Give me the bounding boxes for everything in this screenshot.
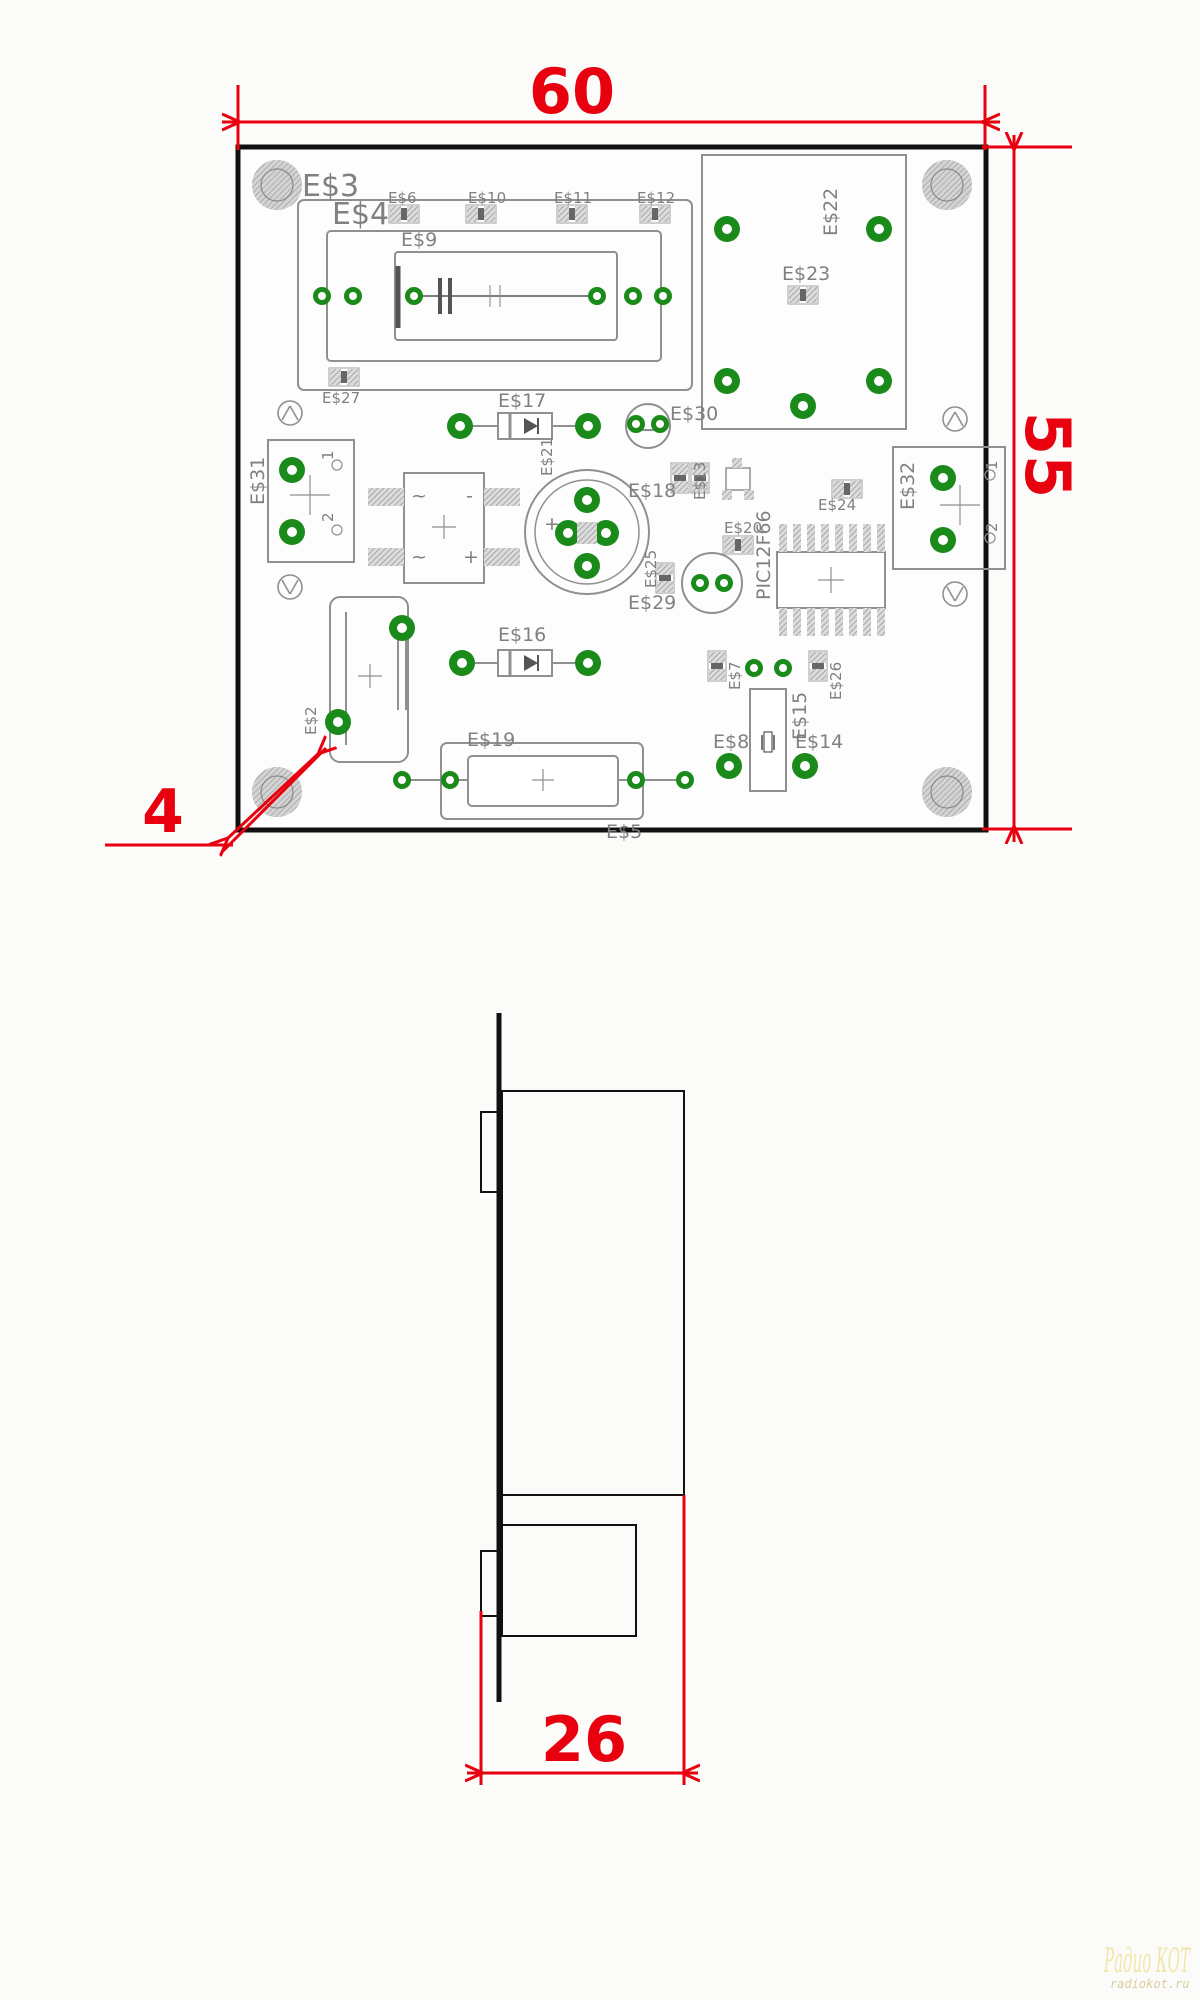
- smd-e7: [707, 650, 727, 682]
- dimension-height: [982, 135, 1072, 842]
- label-e2: E$2: [302, 706, 320, 735]
- label-cap-plus: +: [544, 513, 560, 535]
- side-transformer: [501, 1524, 637, 1637]
- label-e9: E$9: [401, 229, 437, 251]
- label-e24: E$24: [818, 496, 856, 514]
- crystal-e15: [745, 659, 792, 792]
- label-e31: E$31: [247, 457, 269, 505]
- dimension-depth: [467, 1495, 698, 1785]
- watermark-logo: Радио КОТ: [1104, 1941, 1191, 1981]
- label-e29: E$29: [628, 592, 676, 614]
- bridge-rectifier: [368, 472, 520, 584]
- smd-e12: [639, 204, 671, 224]
- label-e18: E$18: [628, 480, 676, 502]
- label-e6: E$6: [388, 189, 417, 207]
- smd-e11: [556, 204, 588, 224]
- watermark: Радио КОТ radiokot.ru: [1104, 1941, 1191, 1991]
- dimension-width-value: 60: [529, 55, 615, 128]
- fuse-e19: [393, 742, 694, 820]
- label-pic12f66: PIC12F66: [753, 510, 775, 600]
- label-e8: E$8: [713, 731, 749, 753]
- dimension-depth-value: 26: [541, 1703, 627, 1776]
- side-terminal-bottom: [480, 1550, 500, 1617]
- watermark-url: radiokot.ru: [1110, 1977, 1189, 1991]
- label-e16: E$16: [498, 624, 546, 646]
- label-e26: E$26: [827, 662, 845, 700]
- label-e32-pin1: 1: [983, 460, 1001, 470]
- label-e25: E$25: [642, 550, 660, 588]
- dimension-hole-offset: [105, 748, 326, 852]
- smd-e27: [328, 367, 360, 387]
- side-view: 26: [467, 1013, 698, 1785]
- diode-e17: [447, 412, 601, 440]
- top-view: E$3 E$4 E$6 E$10 E$11 E$12 E$9 E$22 E$23…: [105, 55, 1084, 852]
- side-terminal-top: [480, 1111, 500, 1193]
- label-e30: E$30: [670, 403, 718, 425]
- mounting-hole: [921, 766, 973, 818]
- label-e12: E$12: [637, 189, 675, 207]
- mounting-hole: [251, 159, 303, 211]
- diode-e16: [449, 649, 601, 677]
- label-e32: E$32: [897, 462, 919, 510]
- label-bridge-minus: -: [466, 485, 473, 507]
- smd-e23: [787, 285, 819, 305]
- label-e14: E$14: [795, 731, 843, 753]
- label-e10: E$10: [468, 189, 506, 207]
- sot23: [722, 458, 754, 500]
- dimension-width: [222, 85, 1000, 150]
- label-e22: E$22: [820, 188, 842, 236]
- label-e4: E$4: [332, 197, 389, 232]
- side-relay: [501, 1090, 685, 1496]
- label-e23: E$23: [782, 263, 830, 285]
- label-e15: E$15: [789, 692, 811, 740]
- label-e21: E$21: [538, 438, 556, 476]
- label-bridge-tilde-1: ~: [411, 485, 427, 507]
- label-e11: E$11: [554, 189, 592, 207]
- smd-e20: [722, 535, 754, 555]
- capacitor-e18: [524, 469, 650, 595]
- mounting-hole: [921, 159, 973, 211]
- label-e17: E$17: [498, 390, 546, 412]
- terminal-e31: [267, 439, 355, 563]
- smd-e10: [465, 204, 497, 224]
- label-bridge-plus: +: [463, 546, 479, 568]
- label-e31-pin2: 2: [319, 512, 337, 522]
- label-e20: E$20: [724, 519, 762, 537]
- board-outline: [235, 144, 989, 833]
- component-e22: [701, 154, 907, 430]
- label-e19: E$19: [467, 729, 515, 751]
- dimension-hole-offset-value: 4: [142, 777, 184, 847]
- label-e32-pin2: 2: [983, 522, 1001, 532]
- label-e7: E$7: [726, 661, 744, 690]
- label-bridge-tilde-2: ~: [411, 546, 427, 568]
- label-e5: E$5: [606, 821, 642, 843]
- label-e13: E$13: [691, 462, 709, 500]
- label-e3: E$3: [302, 169, 359, 204]
- capacitor-e29: [681, 552, 743, 614]
- label-e27: E$27: [322, 389, 360, 407]
- dimension-height-value: 55: [1011, 412, 1084, 498]
- smd-e6: [388, 204, 420, 224]
- label-e31-pin1: 1: [319, 450, 337, 460]
- ic-pic12f66: [776, 524, 886, 636]
- smd-e26: [808, 650, 828, 682]
